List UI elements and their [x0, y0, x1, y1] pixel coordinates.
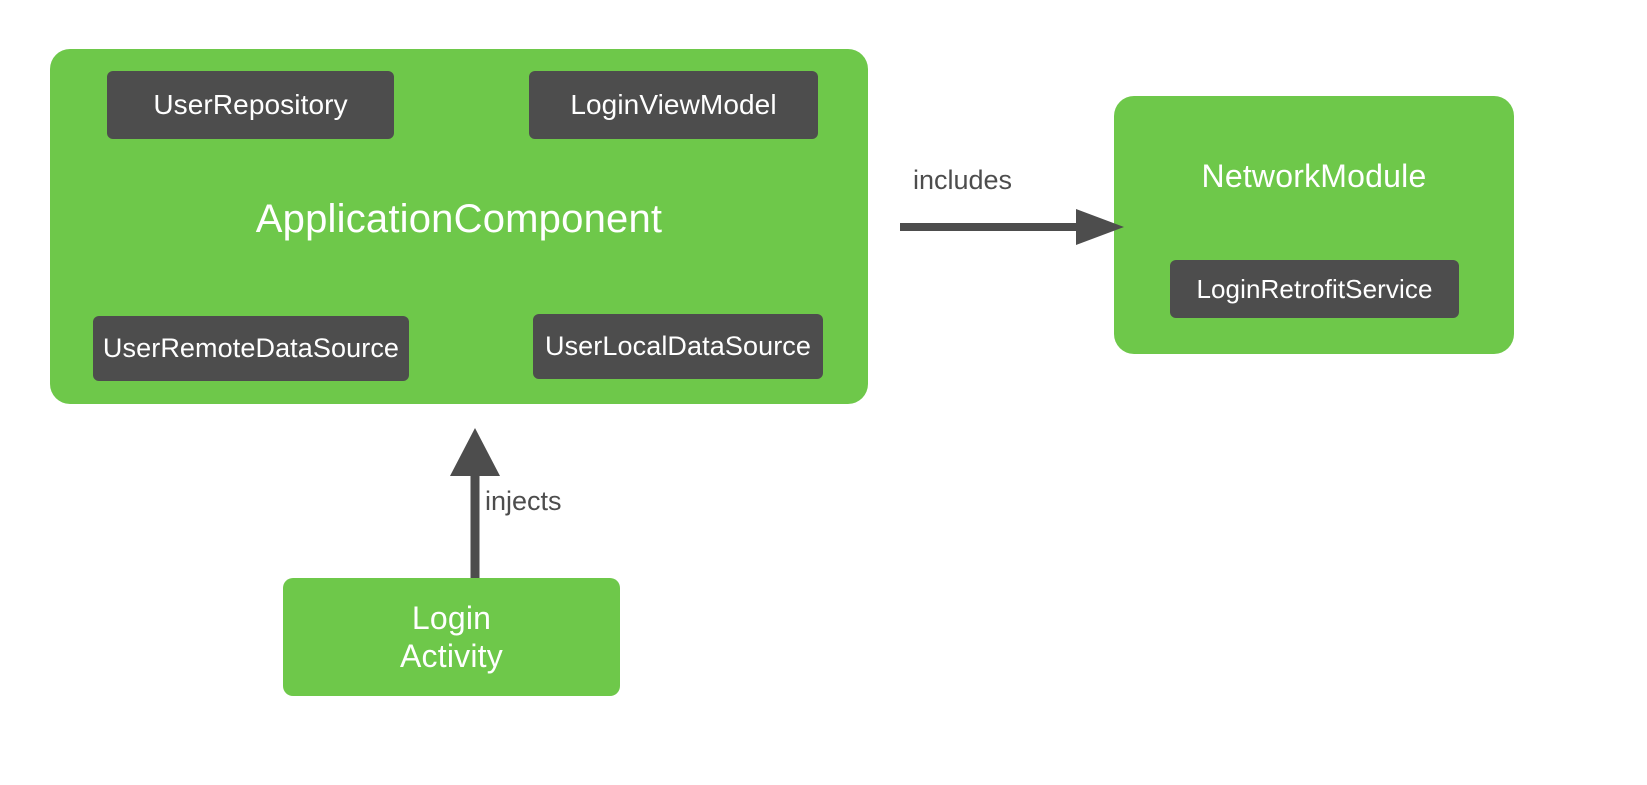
node-login-activity[interactable]: [283, 578, 620, 696]
edge-label-includes: includes: [913, 165, 1013, 195]
login-activity-title: Login Activity: [400, 600, 503, 674]
chip-user-remote-data-source[interactable]: UserRemoteDataSource: [93, 316, 409, 381]
chip-login-retrofit-service[interactable]: LoginRetrofitService: [1170, 260, 1459, 318]
arrow-includes-head: [1076, 209, 1124, 245]
chip-user-repository[interactable]: UserRepository: [107, 71, 394, 139]
edge-label-injects: injects: [485, 486, 562, 516]
arrow-injects-head: [450, 428, 500, 476]
application-component-title: ApplicationComponent: [255, 197, 663, 241]
network-module-title: NetworkModule: [1201, 158, 1427, 194]
chip-user-local-data-source[interactable]: UserLocalDataSource: [533, 314, 823, 379]
arrow-injects: [450, 428, 500, 578]
arrow-includes: [900, 209, 1124, 245]
chip-login-viewmodel[interactable]: LoginViewModel: [529, 71, 818, 139]
